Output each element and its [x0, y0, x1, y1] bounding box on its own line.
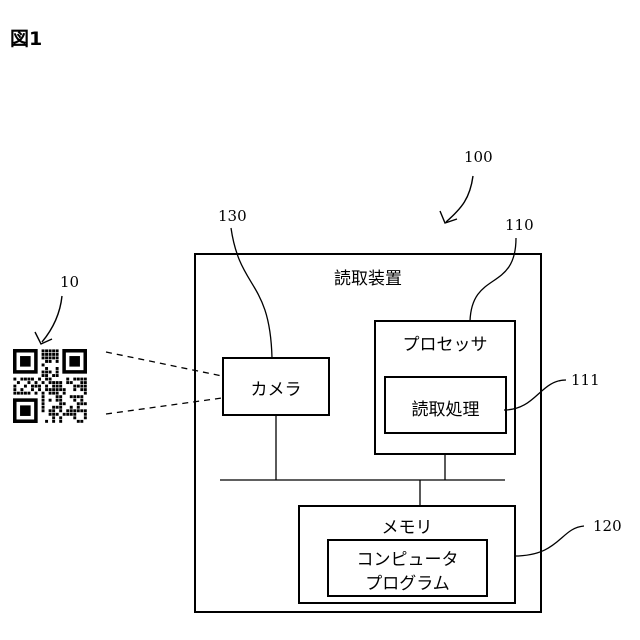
- figure-title: 図1: [10, 24, 42, 51]
- device-arrowhead: [440, 211, 457, 223]
- device-arrow: [446, 176, 473, 222]
- device-label: 読取装置: [300, 264, 436, 289]
- ref-code: 10: [60, 273, 79, 291]
- code-arrow: [42, 296, 62, 342]
- camera-label: カメラ: [223, 375, 329, 400]
- leader-line-120: [514, 526, 584, 556]
- ref-device: 100: [464, 148, 493, 166]
- code-arrowhead: [35, 332, 52, 344]
- reading-process-label: 読取処理: [385, 395, 506, 420]
- leader-line-130: [231, 228, 272, 358]
- leader-line-111: [504, 380, 566, 410]
- ref-processor: 110: [505, 216, 534, 234]
- ref-reading-process: 111: [571, 371, 600, 389]
- leader-line-110: [470, 238, 516, 321]
- ref-memory: 120: [593, 517, 622, 535]
- camera-view-line-lower: [106, 398, 222, 414]
- program-label-line1: コンピュータ: [328, 545, 487, 570]
- camera-view-line-upper: [106, 352, 222, 376]
- ref-camera: 130: [218, 207, 247, 225]
- memory-label: メモリ: [299, 513, 515, 538]
- program-label-line2: プログラム: [328, 569, 487, 594]
- processor-label: プロセッサ: [375, 330, 515, 355]
- qr-code-image: [13, 349, 87, 423]
